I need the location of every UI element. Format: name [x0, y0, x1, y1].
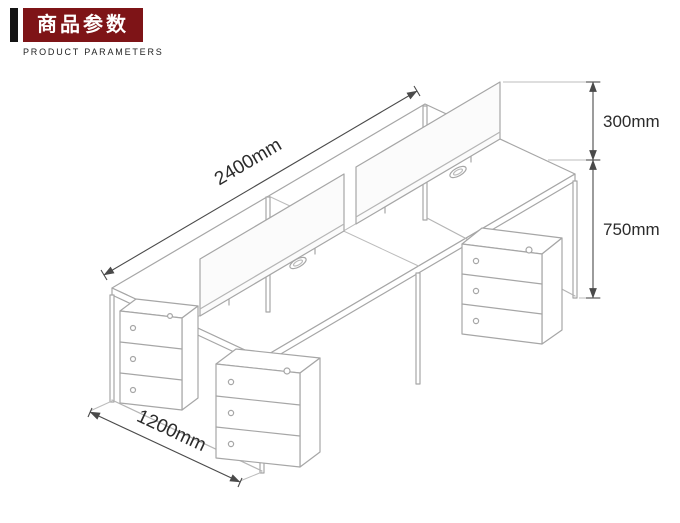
dimension-depth — [87, 400, 263, 488]
drawer-knob — [472, 317, 480, 325]
dimension-heights — [503, 81, 601, 299]
pedestal-left — [119, 298, 199, 411]
drawer-knob — [227, 378, 235, 386]
desk-leg — [415, 272, 421, 385]
desk-leg — [109, 294, 115, 403]
drawer-knob — [227, 409, 235, 417]
section-title: 商品参数 — [23, 8, 143, 42]
drawer-divider — [461, 273, 543, 285]
drawer-knob — [129, 324, 137, 332]
drawer-divider — [119, 372, 183, 381]
dimension-label-depth: 1200mm — [133, 406, 209, 456]
dimension-label-length: 2400mm — [211, 134, 285, 190]
pedestal-right — [461, 227, 563, 345]
drawer-divider — [461, 303, 543, 315]
dimension-label-screen-height: 300mm — [603, 112, 660, 131]
drawer-knob — [129, 386, 137, 394]
header-title-block: 商品参数 PRODUCT PARAMETERS — [23, 8, 164, 57]
section-header: 商品参数 PRODUCT PARAMETERS — [10, 8, 164, 57]
lock-icon — [167, 313, 174, 320]
header-accent-bar — [10, 8, 18, 42]
drawer-knob — [472, 257, 480, 265]
pedestal-middle — [215, 348, 321, 468]
desk-illustration — [109, 81, 578, 474]
dimension-length — [100, 85, 421, 281]
section-subtitle: PRODUCT PARAMETERS — [23, 47, 164, 57]
dimension-label-desk-height: 750mm — [603, 220, 660, 239]
drawer-knob — [227, 440, 235, 448]
dimension-annotations — [87, 81, 601, 488]
drawer-divider — [215, 395, 301, 406]
drawer-knob — [472, 287, 480, 295]
desk-leg — [572, 180, 578, 299]
lock-icon — [283, 367, 291, 375]
drawer-divider — [119, 341, 183, 350]
drawer-knob — [129, 355, 137, 363]
cable-grommet — [449, 165, 467, 179]
lock-icon — [525, 246, 533, 254]
